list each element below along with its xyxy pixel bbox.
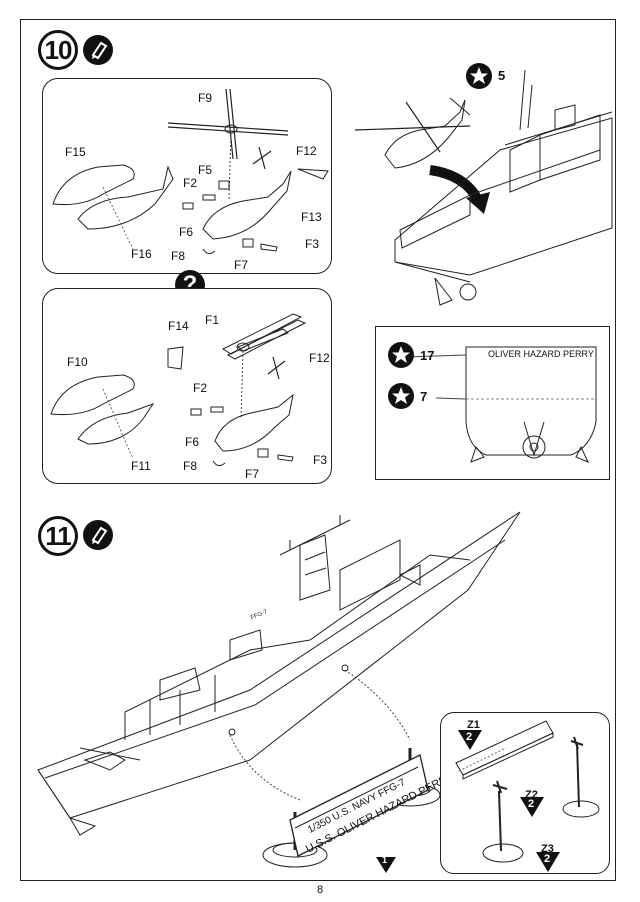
label-f8: F8: [171, 249, 186, 263]
decal-number-17: 17: [420, 348, 435, 363]
helicopter-panel-b: F14 F1 F12 F10 F2 F6 F11 F8 F3 F7: [42, 288, 332, 484]
stern-helicopter-drawing: [354, 69, 613, 306]
page-number: 8: [316, 884, 324, 896]
helicopter-b-drawing: [50, 313, 307, 467]
label-f8-b: F8: [183, 459, 198, 473]
star-decal-icon: [466, 63, 492, 89]
hull-decal-box: OLIVER HAZARD PERRY: [375, 326, 610, 480]
stand-detail-drawing: [455, 720, 600, 863]
label-f1: F1: [205, 313, 220, 327]
decal-number-5: 5: [498, 68, 506, 83]
step-10-label: 10: [44, 34, 73, 65]
label-f15: F15: [65, 145, 86, 159]
label-f10: F10: [67, 355, 88, 369]
label-f16: F16: [131, 247, 152, 261]
glue-icon: [83, 520, 113, 550]
label-f2: F2: [183, 176, 198, 190]
label-f2-b: F2: [193, 381, 208, 395]
star-decal-icon: [388, 342, 414, 368]
label-f14: F14: [168, 319, 189, 333]
triangle-marker-icon: [376, 857, 396, 873]
label-f7: F7: [234, 258, 249, 272]
label-f3-b: F3: [313, 453, 328, 467]
qty-z1: 2: [466, 731, 473, 743]
label-f3: F3: [305, 237, 320, 251]
helicopter-a-drawing: [52, 88, 329, 255]
glue-icon: [83, 35, 113, 65]
hull-rear-drawing: [405, 346, 597, 463]
label-f12-b: F12: [309, 351, 330, 365]
label-f13: F13: [301, 210, 322, 224]
step-11-number: 11: [38, 516, 78, 556]
hull-name-text: OLIVER HAZARD PERRY: [488, 349, 594, 359]
page-frame: [20, 19, 616, 881]
label-f6: F6: [179, 225, 194, 239]
step-11-label: 11: [45, 520, 71, 551]
label-f6-b: F6: [185, 435, 200, 449]
label-f9: F9: [198, 91, 213, 105]
label-f5: F5: [198, 163, 213, 177]
decal-number-7: 7: [420, 389, 428, 404]
step-10-number: 10: [38, 30, 78, 70]
qty-z2: 2: [528, 798, 535, 810]
label-f11: F11: [131, 459, 151, 473]
label-f7-b: F7: [245, 467, 260, 481]
label-z1: Z1: [467, 719, 480, 731]
star-decal-icon: [388, 383, 414, 409]
label-f12: F12: [296, 144, 317, 158]
qty-z3: 2: [544, 853, 551, 865]
